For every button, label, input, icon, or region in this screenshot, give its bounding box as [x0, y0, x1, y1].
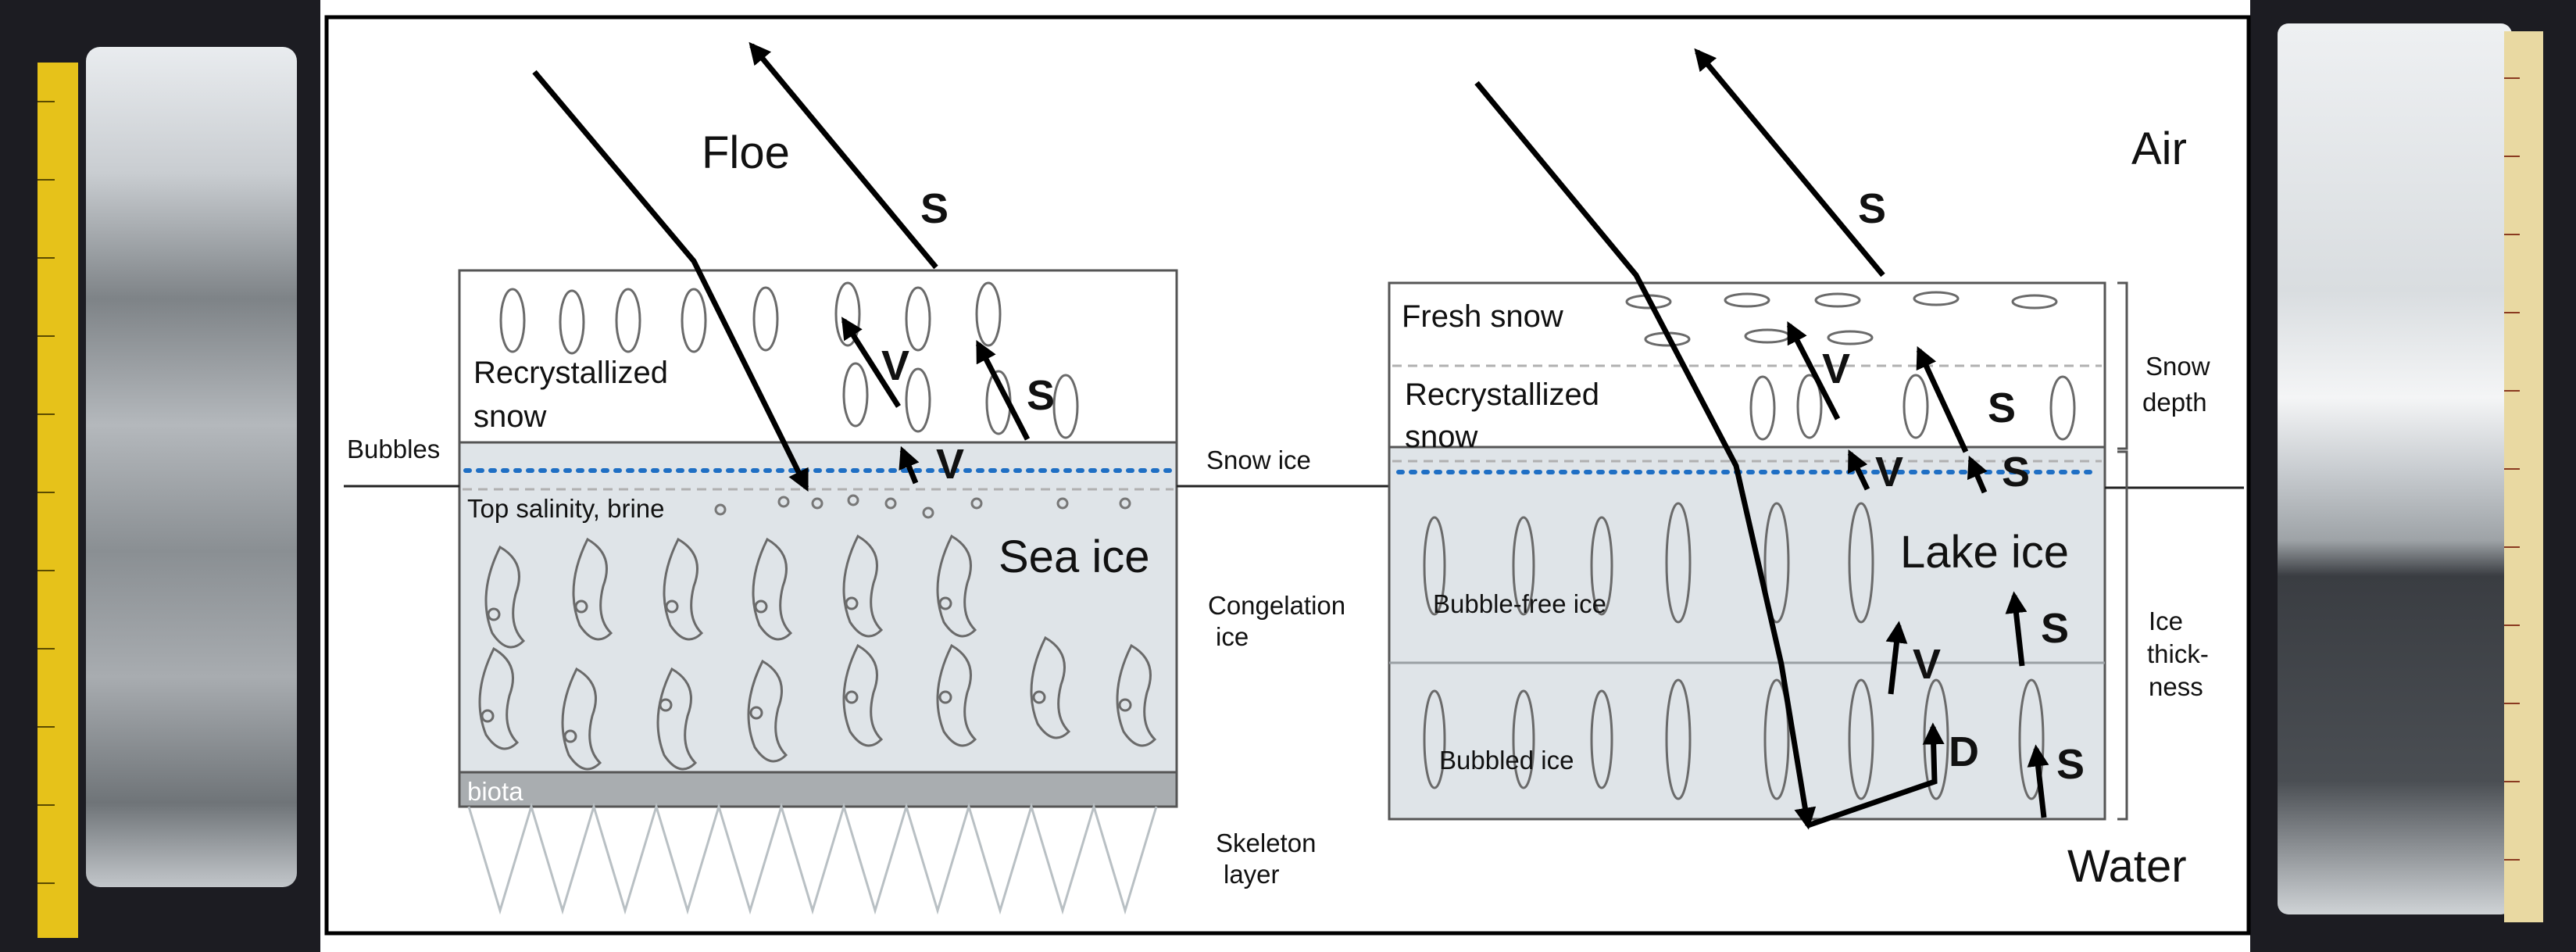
path-label-s: S: [1988, 385, 2016, 431]
lake-ice-core-photo: [2250, 0, 2576, 952]
sea-ice-layer: [458, 441, 1178, 774]
path-label-s: S: [2041, 605, 2069, 652]
snow-ice-label: Snow ice: [1206, 446, 1311, 474]
recrystallized-snow-label-1: Recrystallized: [1405, 378, 1599, 412]
bubbled-ice-label: Bubbled ice: [1439, 746, 1574, 775]
congelation-ice-label-2: ice: [1216, 622, 1249, 651]
ice-thickness-label-2: thick-: [2147, 639, 2209, 668]
ruler: [38, 63, 78, 938]
snow-grains: [1749, 374, 2076, 441]
lake-ice-diagram: Air Water Lake ice Fresh snow Recrystall…: [1388, 48, 2244, 892]
biota-band: [458, 771, 1178, 808]
skeleton-layer-crystals: [467, 802, 1158, 915]
congelation-crystals: [478, 534, 1157, 771]
air-label: Air: [2131, 123, 2187, 174]
columnar-ice-grains: [1423, 502, 2045, 800]
ice-core: [2278, 23, 2512, 914]
ice-thickness-label-1: Ice: [2149, 607, 2183, 635]
recrystallized-snow-label-2: snow: [1405, 420, 1477, 454]
ruler: [2504, 31, 2543, 922]
skeleton-layer-label-1: Skeleton: [1216, 829, 1316, 857]
path-label-v: V: [1913, 641, 1941, 688]
path-label-v: V: [936, 441, 964, 488]
brine-bubbles: [714, 494, 1131, 519]
recrystallized-snow-label-1: Recrystallized: [473, 356, 668, 390]
path-label-v: V: [881, 342, 909, 389]
snow-depth-label-2: depth: [2142, 388, 2207, 417]
bubbles-label: Bubbles: [347, 435, 440, 463]
path-label-s: S: [2002, 449, 2030, 496]
radiation-paths: [532, 41, 1031, 492]
biota-label: biota: [467, 777, 523, 806]
fresh-snow-label: Fresh snow: [1402, 299, 1563, 334]
radiation-paths: [1474, 48, 2049, 830]
path-label-s: S: [1858, 185, 1886, 232]
skeleton-layer-label-2: layer: [1224, 860, 1280, 889]
floe-label: Floe: [702, 127, 790, 178]
ice-thickness-label-3: ness: [2149, 672, 2203, 701]
path-label-v: V: [1822, 345, 1850, 392]
snow-depth-label-1: Snow: [2145, 352, 2210, 381]
bubble-free-ice-label: Bubble-free ice: [1433, 589, 1606, 618]
path-label-s: S: [2056, 741, 2085, 788]
path-label-v: V: [1875, 449, 1903, 496]
top-salinity-label: Top salinity, brine: [467, 494, 665, 523]
congelation-ice-label-1: Congelation: [1208, 591, 1345, 620]
path-label-d: D: [1949, 728, 1979, 775]
path-label-s: S: [920, 185, 949, 232]
water-label: Water: [2067, 841, 2187, 892]
sea-ice-label: Sea ice: [999, 531, 1149, 582]
sea-ice-diagram: Floe Sea ice Recrystallized snow Top sal…: [344, 41, 1391, 915]
ice-core: [86, 47, 297, 887]
recrystallized-snow-label-2: snow: [473, 399, 546, 434]
path-label-s: S: [1027, 372, 1055, 419]
sea-ice-core-photo: [0, 0, 320, 952]
lake-ice-label: Lake ice: [1900, 527, 2069, 578]
depth-brackets: [2117, 281, 2128, 821]
